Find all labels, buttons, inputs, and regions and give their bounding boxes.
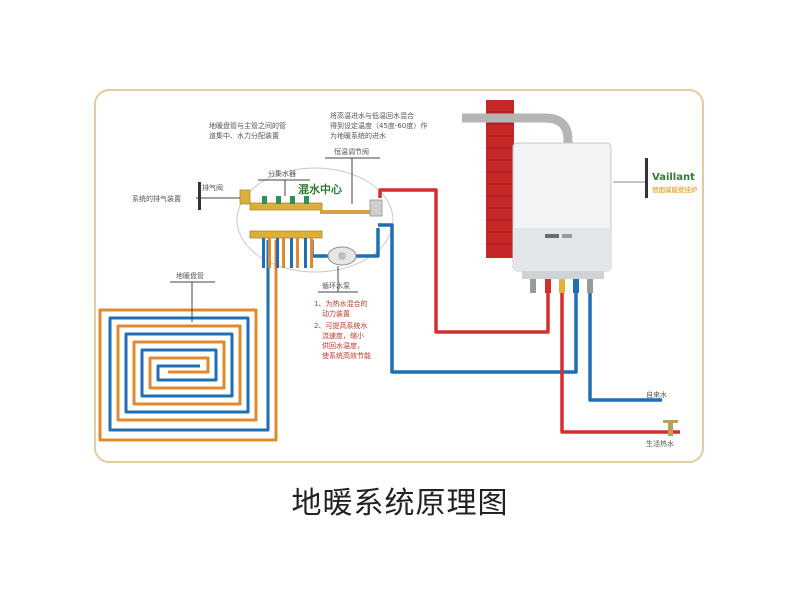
pump-label: 循环水泵 (322, 281, 350, 290)
boiler (512, 142, 612, 279)
manifold-label: 分集水器 (268, 169, 296, 178)
tap-water-label: 自来水 (646, 390, 667, 399)
pump-desc-line2: 动力装置 (322, 309, 350, 318)
pump-desc-line5: 供回水温度， (322, 341, 364, 350)
circulation-pump (327, 246, 357, 266)
chimney (486, 100, 514, 258)
flue-pipe (462, 113, 573, 148)
heating-supply-pipe (378, 188, 550, 334)
pipes (310, 188, 680, 434)
diagram-caption: 地暖系统原理图 (291, 486, 509, 521)
floor-coil-label: 地暖盘管 (176, 271, 204, 280)
floor-coil (98, 240, 278, 442)
pump-line (356, 228, 380, 258)
pump-desc-line4: 流速度，缩小 (322, 331, 364, 340)
pump-desc-line6: 使系统高效节能 (322, 351, 371, 360)
callout-lines (170, 157, 380, 322)
brand-tagline: 德国威能壁挂炉 (652, 185, 698, 194)
air-vent-desc: 系统的排气装置 (132, 194, 181, 203)
mixing-center-label: 混水中心 (298, 182, 342, 196)
brand-name: Vaillant (652, 172, 695, 183)
heating-return-pipe (378, 223, 578, 374)
boiler-connectors (530, 279, 593, 293)
air-vent-label: 排气阀 (202, 183, 223, 192)
temp-valve-desc-line2: 得到设定温度（45度-60度）作 (330, 121, 427, 130)
temp-valve-desc-line3: 为地暖系统的进水 (330, 131, 386, 140)
manifold-desc-line1: 地暖盘管与主管之间的管 (209, 121, 286, 130)
pump-desc-line1: 1、为热水混合的 (314, 299, 367, 308)
mixing-center-outline (236, 167, 394, 273)
pump-desc-line3: 2、可提高系统水 (314, 321, 367, 330)
air-vent (239, 189, 251, 205)
temp-valve-label: 恒温调节阀 (334, 147, 369, 156)
manifold-desc-line2: 道集中、水力分配装置 (209, 131, 279, 140)
domestic-hot-water-label: 生活热水 (646, 439, 674, 448)
tap-water-pipe (588, 293, 662, 402)
temp-valve-desc-line1: 将高温进水与低温回水混合 (330, 111, 414, 120)
manifold (249, 196, 323, 268)
domestic-hot-water-pipe (560, 293, 680, 434)
temp-control-valve (369, 199, 383, 217)
